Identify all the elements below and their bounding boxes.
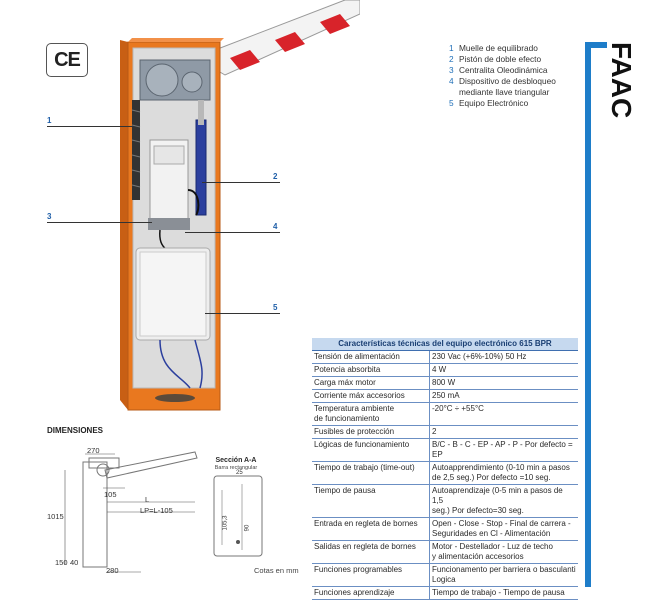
spec-label: Fusibles de protección [312,426,430,438]
table-row: Temperatura ambiente de funcionamiento-2… [312,403,578,426]
section-subtitle: Barra rectangular [214,465,258,471]
spec-value: Motor - Destellador - Luz de techo y ali… [432,542,553,561]
dimensions-title: DIMENSIONES [47,426,104,435]
section-dim-90: 90 [244,524,251,532]
brand-accent-top [585,42,607,48]
spec-value: 230 Vac (+6%-10%) 50 Hz [432,352,527,361]
spec-value: 4 W [432,365,447,374]
callout-5: 5 [273,303,278,312]
spec-table: Características técnicas del equipo elec… [312,338,578,600]
spec-value: Open - Close - Stop - Final de carrera -… [432,519,571,538]
spec-label: Entrada en regleta de bornes [312,518,430,540]
callout-1: 1 [47,116,52,125]
callout-line-3 [47,222,152,223]
spec-label: Carga máx motor [312,377,430,389]
dimensions-drawing [64,451,198,573]
callout-4: 4 [273,222,278,231]
spec-value: B/C - B - C - EP - AP - P - Por defecto … [432,440,573,459]
dim-40: 40 [70,558,79,567]
dim-1015: 1015 [47,512,64,521]
barrier-illustration [120,0,360,411]
spec-label: Tiempo de pausa [312,485,430,517]
spec-label: Funciones programables [312,564,430,586]
section-drawing [213,475,263,557]
dim-280: 280 [106,566,119,575]
section-dim-105-3: 105,3 [222,515,229,531]
ce-mark: CE [46,43,88,77]
table-title: Características técnicas del equipo elec… [312,338,578,351]
spec-value: 800 W [432,378,456,387]
dim-105: 105 [104,490,117,499]
spec-value: 250 mA [432,391,460,400]
callout-3: 3 [47,212,52,221]
spec-value: Funcionamento per barriera o basculanti … [432,565,576,584]
dim-270: 270 [87,446,100,455]
legend-item: mediante llave triangular [459,87,550,97]
svg-text:FAAC: FAAC [606,42,637,118]
dim-150: 150 [55,558,68,567]
faac-logo: FAAC [606,42,637,118]
spec-value: -20°C ÷ +55°C [432,404,484,413]
spec-label: Tensión de alimentación [312,351,430,363]
spec-label: Temperatura ambiente de funcionamiento [312,403,430,425]
section-dim-25: 25 [236,470,243,476]
section-title: Sección A-A [215,457,257,464]
brand-accent-bar [585,42,591,587]
callout-line-1 [47,126,133,127]
callout-2: 2 [273,172,278,181]
spec-value: Autoaprendizaje (0-5 min a pasos de 1,5 … [432,486,563,515]
table-row: Tiempo de trabajo (time-out)Autoapprendi… [312,462,578,485]
dim-LP: LP=L-105 [140,506,173,515]
spec-value: 2 [432,427,437,436]
callout-line-2 [202,182,280,183]
dim-L: L [145,495,150,504]
spec-label: Salidas en regleta de bornes [312,541,430,563]
spec-label: Funciones aprendizaje [312,587,430,599]
spec-label: Tiempo de trabajo (time-out) [312,462,430,484]
units-note: Cotas en mm [254,566,299,575]
spec-label: Corriente máx accesorios [312,390,430,402]
spec-value: Tiempo de trabajo - Tiempo de pausa [432,588,565,597]
callout-line-4 [185,232,280,233]
spec-value: Autoapprendimiento (0-10 min a pasos de … [432,463,570,482]
spec-label: Lógicas de funcionamiento [312,439,430,461]
callout-line-5 [205,313,280,314]
spec-label: Potencia absorbita [312,364,430,376]
